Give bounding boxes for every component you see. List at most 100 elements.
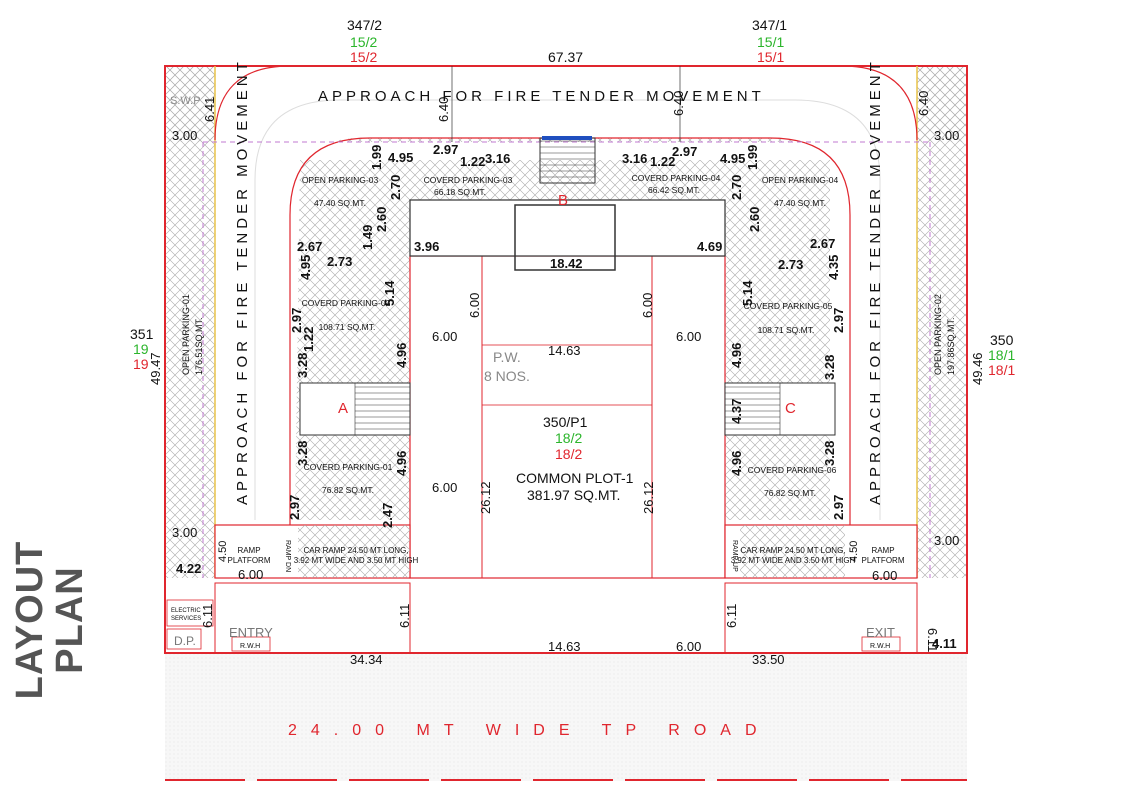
exit-label: EXIT <box>866 625 895 640</box>
pw-label: P.W. <box>493 349 521 365</box>
open-parking-02-area: 197.86SQ.MT. <box>946 317 956 375</box>
dim-495-l: 4.95 <box>388 150 413 165</box>
dim-260-r: 2.60 <box>747 207 762 232</box>
coverd-parking-04-area: 66.42 SQ.MT. <box>648 185 700 195</box>
coverd-parking-01-label: COVERD PARKING-01 <box>304 462 393 472</box>
dim-600-h1: 6.00 <box>432 329 457 344</box>
dim-600-ramp-l: 6.00 <box>238 567 263 582</box>
dim-1463-mid: 14.63 <box>548 343 581 358</box>
dim-437: 4.37 <box>729 399 744 424</box>
ramp-left-hatch <box>298 525 410 578</box>
coverd-parking-06-label: COVERD PARKING-06 <box>748 465 837 475</box>
dim-199-l: 1.99 <box>369 145 384 170</box>
dim-300-br: 3.00 <box>934 533 959 548</box>
entry-label: ENTRY <box>229 625 273 640</box>
survey-tr-red: 15/1 <box>757 49 784 65</box>
road-label: 24.00 MT WIDE TP ROAD <box>288 722 771 739</box>
dim-328-r1: 3.28 <box>822 355 837 380</box>
dim-611-b: 6.11 <box>397 604 412 628</box>
dim-273-r: 2.73 <box>778 257 803 272</box>
ramp-up-label: RAMP UP <box>731 540 738 572</box>
fire-curve-light <box>254 99 881 520</box>
open-parking-03-area: 47.40 SQ.MT. <box>314 198 366 208</box>
dim-2612-l: 26.12 <box>478 481 493 514</box>
car-ramp-left-1: CAR RAMP 24.50 MT LONG, <box>303 546 408 555</box>
survey-tl-red: 15/2 <box>350 49 377 65</box>
dim-640-a: 6.40 <box>436 97 451 122</box>
ramp-platform-right-1: RAMP <box>871 546 894 555</box>
coverd-parking-04-label: COVERD PARKING-04 <box>632 173 721 183</box>
dim-top-total: 67.37 <box>548 49 583 65</box>
dim-bottom-mid2: 6.00 <box>676 639 701 654</box>
pw-nos-label: 8 NOS. <box>484 368 530 384</box>
dim-600-v1: 6.00 <box>467 293 482 318</box>
survey-l-green: 19 <box>133 341 149 357</box>
dim-273-l: 2.73 <box>327 254 352 269</box>
open-parking-04-label: OPEN PARKING-04 <box>762 175 839 185</box>
open-parking-01-label: OPEN PARKING-01 <box>181 294 191 375</box>
dim-495-v: 4.95 <box>298 255 313 280</box>
dim-122-v: 1.22 <box>301 327 316 352</box>
dim-bottom-mid: 14.63 <box>548 639 581 654</box>
dim-600-h2: 6.00 <box>676 329 701 344</box>
common-plot-area <box>409 255 726 579</box>
coverd-parking-06-area: 76.82 SQ.MT. <box>764 488 816 498</box>
coverd-parking-02-label: COVERD PARKING-02 <box>302 298 391 308</box>
dim-right-total: 49.46 <box>970 352 985 385</box>
hatch-right <box>917 66 967 578</box>
dim-300-tl: 3.00 <box>172 128 197 143</box>
dim-496-r1: 4.96 <box>729 343 744 368</box>
dp-label: D.P. <box>174 634 196 648</box>
survey-tr-green: 15/1 <box>757 34 784 50</box>
dim-1842: 18.42 <box>550 256 583 271</box>
dim-496-l2: 4.96 <box>394 451 409 476</box>
dim-267-r: 2.67 <box>810 236 835 251</box>
dim-640-b: 6.40 <box>671 91 686 116</box>
electric-label-1: ELECTRIC <box>171 608 201 614</box>
dim-left-total: 49.47 <box>148 352 163 385</box>
approach-right-label: APPROACH FOR FIRE TENDER MOVEMENT <box>867 58 884 505</box>
dim-297-bl: 2.97 <box>287 495 302 520</box>
dim-297-top-r: 2.97 <box>672 144 697 159</box>
electric-label-2: SERVICES <box>171 616 201 622</box>
hatch-left <box>165 66 215 578</box>
survey-r-green: 18/1 <box>988 347 1015 363</box>
block-b-core <box>514 204 616 271</box>
car-ramp-left-2: 3.92 MT WIDE AND 3.50 MT HIGH <box>294 556 419 565</box>
dim-435: 4.35 <box>826 255 841 280</box>
coverd-parking-05-area: 108.71 SQ.MT. <box>758 325 815 335</box>
dp-box <box>166 628 202 650</box>
dim-267-l: 2.67 <box>297 239 322 254</box>
dim-270-r: 2.70 <box>729 175 744 200</box>
dim-316-r: 3.16 <box>622 151 647 166</box>
dim-496-r2: 4.96 <box>729 451 744 476</box>
survey-c-red: 18/2 <box>555 446 582 462</box>
dim-396: 3.96 <box>414 239 439 254</box>
plot-boundary <box>164 65 968 654</box>
dim-450-l: 4.50 <box>217 541 229 562</box>
ramp-platform-left-2: PLATFORM <box>228 556 271 565</box>
common-plot-label: COMMON PLOT-1 <box>516 470 634 486</box>
approach-top-label: APPROACH FOR FIRE TENDER MOVEMENT <box>318 88 765 105</box>
open-parking-02-label: OPEN PARKING-02 <box>933 294 943 375</box>
open-parking-03-label: OPEN PARKING-03 <box>302 175 379 185</box>
dim-496-l1: 4.96 <box>394 343 409 368</box>
dim-640-c: 6.40 <box>916 91 931 116</box>
dim-600-h3: 6.00 <box>432 480 457 495</box>
rwh-label-right: R.W.H <box>870 643 890 650</box>
fire-curve-outer <box>214 65 918 141</box>
dim-297-br: 2.97 <box>831 495 846 520</box>
dim-260-l: 2.60 <box>374 207 389 232</box>
electric-box <box>166 599 214 627</box>
dim-411: 4.11 <box>932 636 957 651</box>
survey-tl-green: 15/2 <box>350 34 377 50</box>
dim-514-r: 5.14 <box>740 280 755 306</box>
survey-l-main: 351 <box>130 326 154 342</box>
common-plot-area-label: 381.97 SQ.MT. <box>527 487 620 503</box>
dim-611-d: 6.11 <box>925 628 940 652</box>
survey-r-main: 350 <box>990 332 1014 348</box>
rwh-label-left: R.W.H <box>240 643 260 650</box>
exit-zone <box>724 582 918 654</box>
car-ramp-right-1: CAR RAMP 24.50 MT LONG, <box>740 546 845 555</box>
